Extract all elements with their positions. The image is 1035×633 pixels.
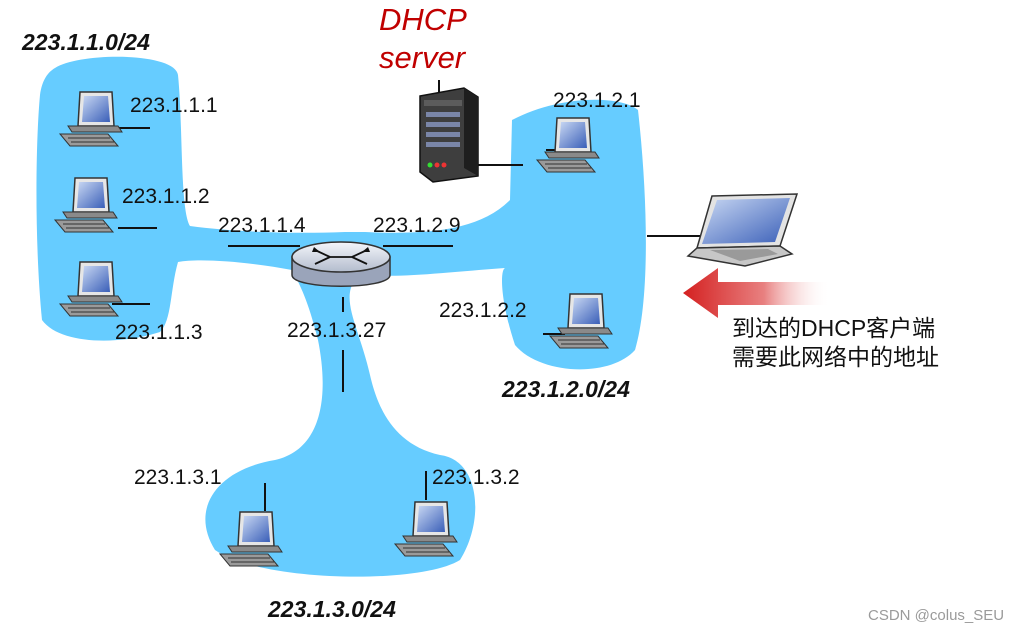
dhcp-server-title-line1: DHCP [379, 2, 467, 37]
client-note-line1: 到达的DHCP客户端 [732, 315, 935, 341]
ip-223-1-3-27: 223.1.3.27 [287, 319, 386, 342]
ip-223-1-1-4: 223.1.1.4 [218, 214, 306, 237]
watermark: CSDN @colus_SEU [868, 607, 1004, 624]
subnet-b-label: 223.1.2.0/24 [501, 376, 630, 402]
network-links [112, 80, 702, 511]
ip-223-1-2-2: 223.1.2.2 [439, 299, 527, 322]
server-tower-icon[interactable] [419, 87, 479, 183]
ip-223-1-1-1: 223.1.1.1 [130, 94, 218, 117]
subnet-c-label: 223.1.3.0/24 [267, 596, 396, 622]
ip-223-1-3-2: 223.1.3.2 [432, 466, 520, 489]
ip-223-1-3-1: 223.1.3.1 [134, 466, 222, 489]
laptop-icon[interactable] [686, 193, 799, 267]
client-note-line2: 需要此网络中的地址 [732, 344, 939, 370]
arrow-left-icon [683, 268, 830, 318]
subnet-a-label: 223.1.1.0/24 [21, 29, 150, 55]
ip-223-1-1-3: 223.1.1.3 [115, 321, 203, 344]
ip-223-1-2-1: 223.1.2.1 [553, 89, 641, 112]
router-icon[interactable] [291, 241, 391, 287]
subnet-cloud-a [36, 56, 646, 577]
dhcp-server-title-line2: server [379, 40, 467, 75]
ip-223-1-1-2: 223.1.1.2 [122, 185, 210, 208]
ip-223-1-2-9: 223.1.2.9 [373, 214, 461, 237]
